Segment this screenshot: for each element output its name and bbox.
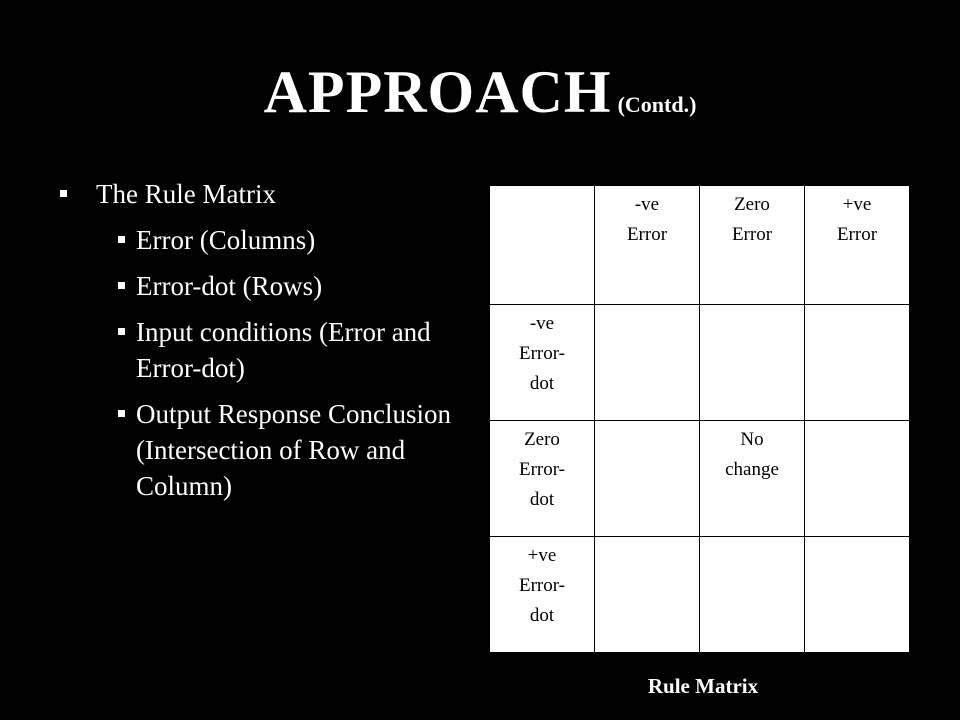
matrix-cell — [804, 304, 910, 421]
matrix-row-header: +ve Error- dot — [489, 536, 595, 653]
matrix-row: Zero Error- dot No change — [489, 420, 910, 537]
square-bullet-icon — [118, 236, 125, 243]
matrix-column-header: +ve Error — [804, 185, 910, 305]
bullet-text: Error-dot (Rows) — [136, 271, 323, 301]
column-header-text: -ve Error — [626, 194, 668, 245]
matrix-row-header: -ve Error- dot — [489, 304, 595, 421]
bullet-item: The Rule Matrix — [58, 176, 468, 212]
square-bullet-icon — [60, 190, 67, 197]
matrix-cell: No change — [699, 420, 805, 537]
matrix-caption: Rule Matrix — [647, 674, 759, 698]
matrix-column-header: -ve Error — [594, 185, 700, 305]
matrix-cell — [804, 420, 910, 537]
cell-text: No change — [725, 429, 779, 480]
square-bullet-icon — [118, 328, 125, 335]
matrix-cell — [594, 304, 700, 421]
bullet-item: Output Response Conclusion (Intersection… — [58, 396, 468, 504]
matrix-header-row: -ve Error Zero Error +ve Error — [489, 185, 910, 305]
column-header-text: Zero Error — [731, 194, 773, 245]
matrix-cell — [699, 536, 805, 653]
square-bullet-icon — [118, 410, 125, 417]
square-bullet-icon — [118, 282, 125, 289]
bullet-text: Error (Columns) — [136, 225, 316, 255]
matrix-row: +ve Error- dot — [489, 536, 910, 653]
title-suffix: (Contd.) — [617, 92, 697, 117]
row-header-text: +ve Error- dot — [518, 545, 566, 626]
bullet-item: Error (Columns) — [58, 222, 468, 258]
slide-title: APPROACH(Contd.) — [0, 62, 960, 122]
matrix-cell — [594, 420, 700, 537]
matrix-corner-cell — [489, 185, 595, 305]
row-header-text: -ve Error- dot — [518, 313, 566, 394]
bullet-text: Output Response Conclusion (Intersection… — [136, 399, 451, 501]
column-header-text: +ve Error — [836, 194, 878, 245]
title-main: APPROACH — [263, 59, 612, 125]
rule-matrix-table: -ve Error Zero Error +ve Error -ve Error… — [489, 185, 910, 653]
bullet-item: Input conditions (Error and Error-dot) — [58, 314, 468, 386]
bullet-item: Error-dot (Rows) — [58, 268, 468, 304]
bullet-text: The Rule Matrix — [96, 179, 276, 209]
matrix-row: -ve Error- dot — [489, 304, 910, 421]
matrix-row-header: Zero Error- dot — [489, 420, 595, 537]
matrix-column-header: Zero Error — [699, 185, 805, 305]
row-header-text: Zero Error- dot — [518, 429, 566, 510]
matrix-cell — [699, 304, 805, 421]
bullet-text: Input conditions (Error and Error-dot) — [136, 317, 431, 383]
bullet-list: The Rule Matrix Error (Columns) Error-do… — [58, 176, 468, 514]
matrix-cell — [804, 536, 910, 653]
matrix-cell — [594, 536, 700, 653]
